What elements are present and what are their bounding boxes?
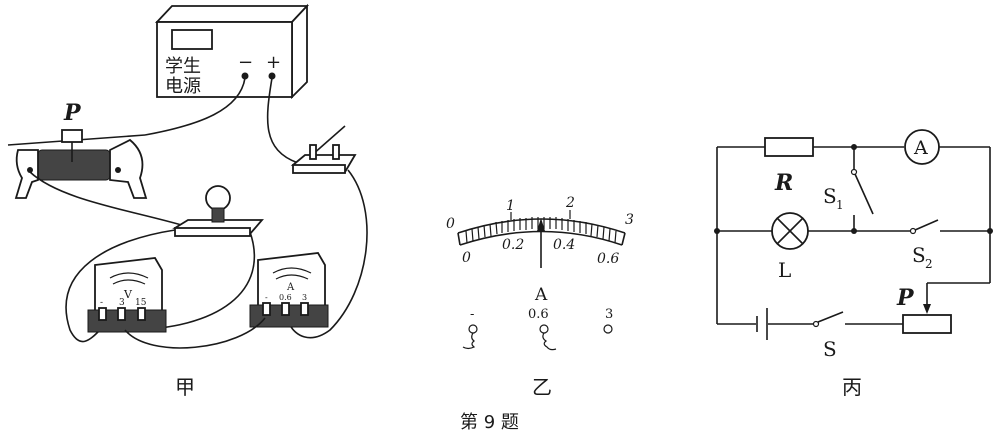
svg-text:A: A: [534, 285, 548, 305]
svg-text:-: -: [265, 293, 268, 302]
knife-switch: [290, 125, 357, 174]
panel-bing: A R S 1 L S 2 P: [714, 129, 993, 399]
svg-text:学生: 学生: [165, 56, 201, 77]
plus-terminal: [268, 72, 276, 80]
svg-text:乙: 乙: [532, 375, 552, 399]
svg-text:2: 2: [925, 257, 933, 271]
svg-text:0.2: 0.2: [502, 237, 524, 253]
svg-text:丙: 丙: [842, 375, 862, 399]
svg-text:A: A: [286, 282, 295, 293]
svg-text:S: S: [823, 337, 837, 361]
svg-text:电源: 电源: [165, 76, 201, 97]
svg-text:+: +: [266, 52, 281, 73]
bulb-holder: [172, 185, 264, 237]
svg-text:0.6: 0.6: [597, 251, 619, 267]
svg-text:3: 3: [302, 293, 307, 302]
panel-jia: 学生 电源 − + P: [7, 3, 368, 399]
svg-text:A: A: [913, 137, 928, 159]
svg-text:3: 3: [119, 298, 125, 308]
svg-text:0.6: 0.6: [279, 293, 292, 302]
svg-text:0: 0: [462, 250, 471, 266]
svg-text:S: S: [912, 243, 926, 267]
minus-terminal: [241, 72, 249, 80]
ammeter-dial: 0 1 2 3 0 0.2 0.4 0.6: [446, 195, 634, 268]
svg-text:0: 0: [446, 216, 455, 232]
resistor-R: [764, 137, 814, 157]
svg-text:15: 15: [135, 298, 147, 308]
svg-text:2: 2: [565, 195, 575, 211]
svg-text:-: -: [470, 307, 474, 322]
sliding-rheostat: P: [7, 100, 148, 199]
panel-yi: 0 1 2 3 0 0.2 0.4 0.6 A - 0.6 3 乙: [446, 195, 634, 399]
svg-text:1: 1: [836, 198, 844, 212]
svg-text:1: 1: [506, 198, 515, 214]
svg-text:P: P: [896, 285, 915, 311]
svg-text:R: R: [774, 170, 793, 196]
ammeter: A - 0.6 3: [249, 252, 329, 328]
svg-text:0.4: 0.4: [553, 237, 575, 253]
svg-text:V: V: [123, 288, 133, 301]
svg-text:3: 3: [625, 212, 634, 228]
voltmeter: V - 3 15: [87, 257, 167, 333]
svg-text:P: P: [63, 100, 82, 126]
svg-text:−: −: [238, 52, 253, 73]
svg-text:0.6: 0.6: [528, 307, 549, 322]
svg-text:3: 3: [605, 307, 613, 322]
figure-caption: 第 9 题: [460, 412, 519, 433]
rheostat: [902, 314, 952, 334]
svg-text:L: L: [778, 258, 791, 282]
student-power-supply: 学生 电源 − +: [154, 3, 310, 100]
svg-text:-: -: [100, 298, 103, 308]
svg-text:S: S: [823, 184, 837, 208]
svg-text:甲: 甲: [175, 375, 195, 399]
